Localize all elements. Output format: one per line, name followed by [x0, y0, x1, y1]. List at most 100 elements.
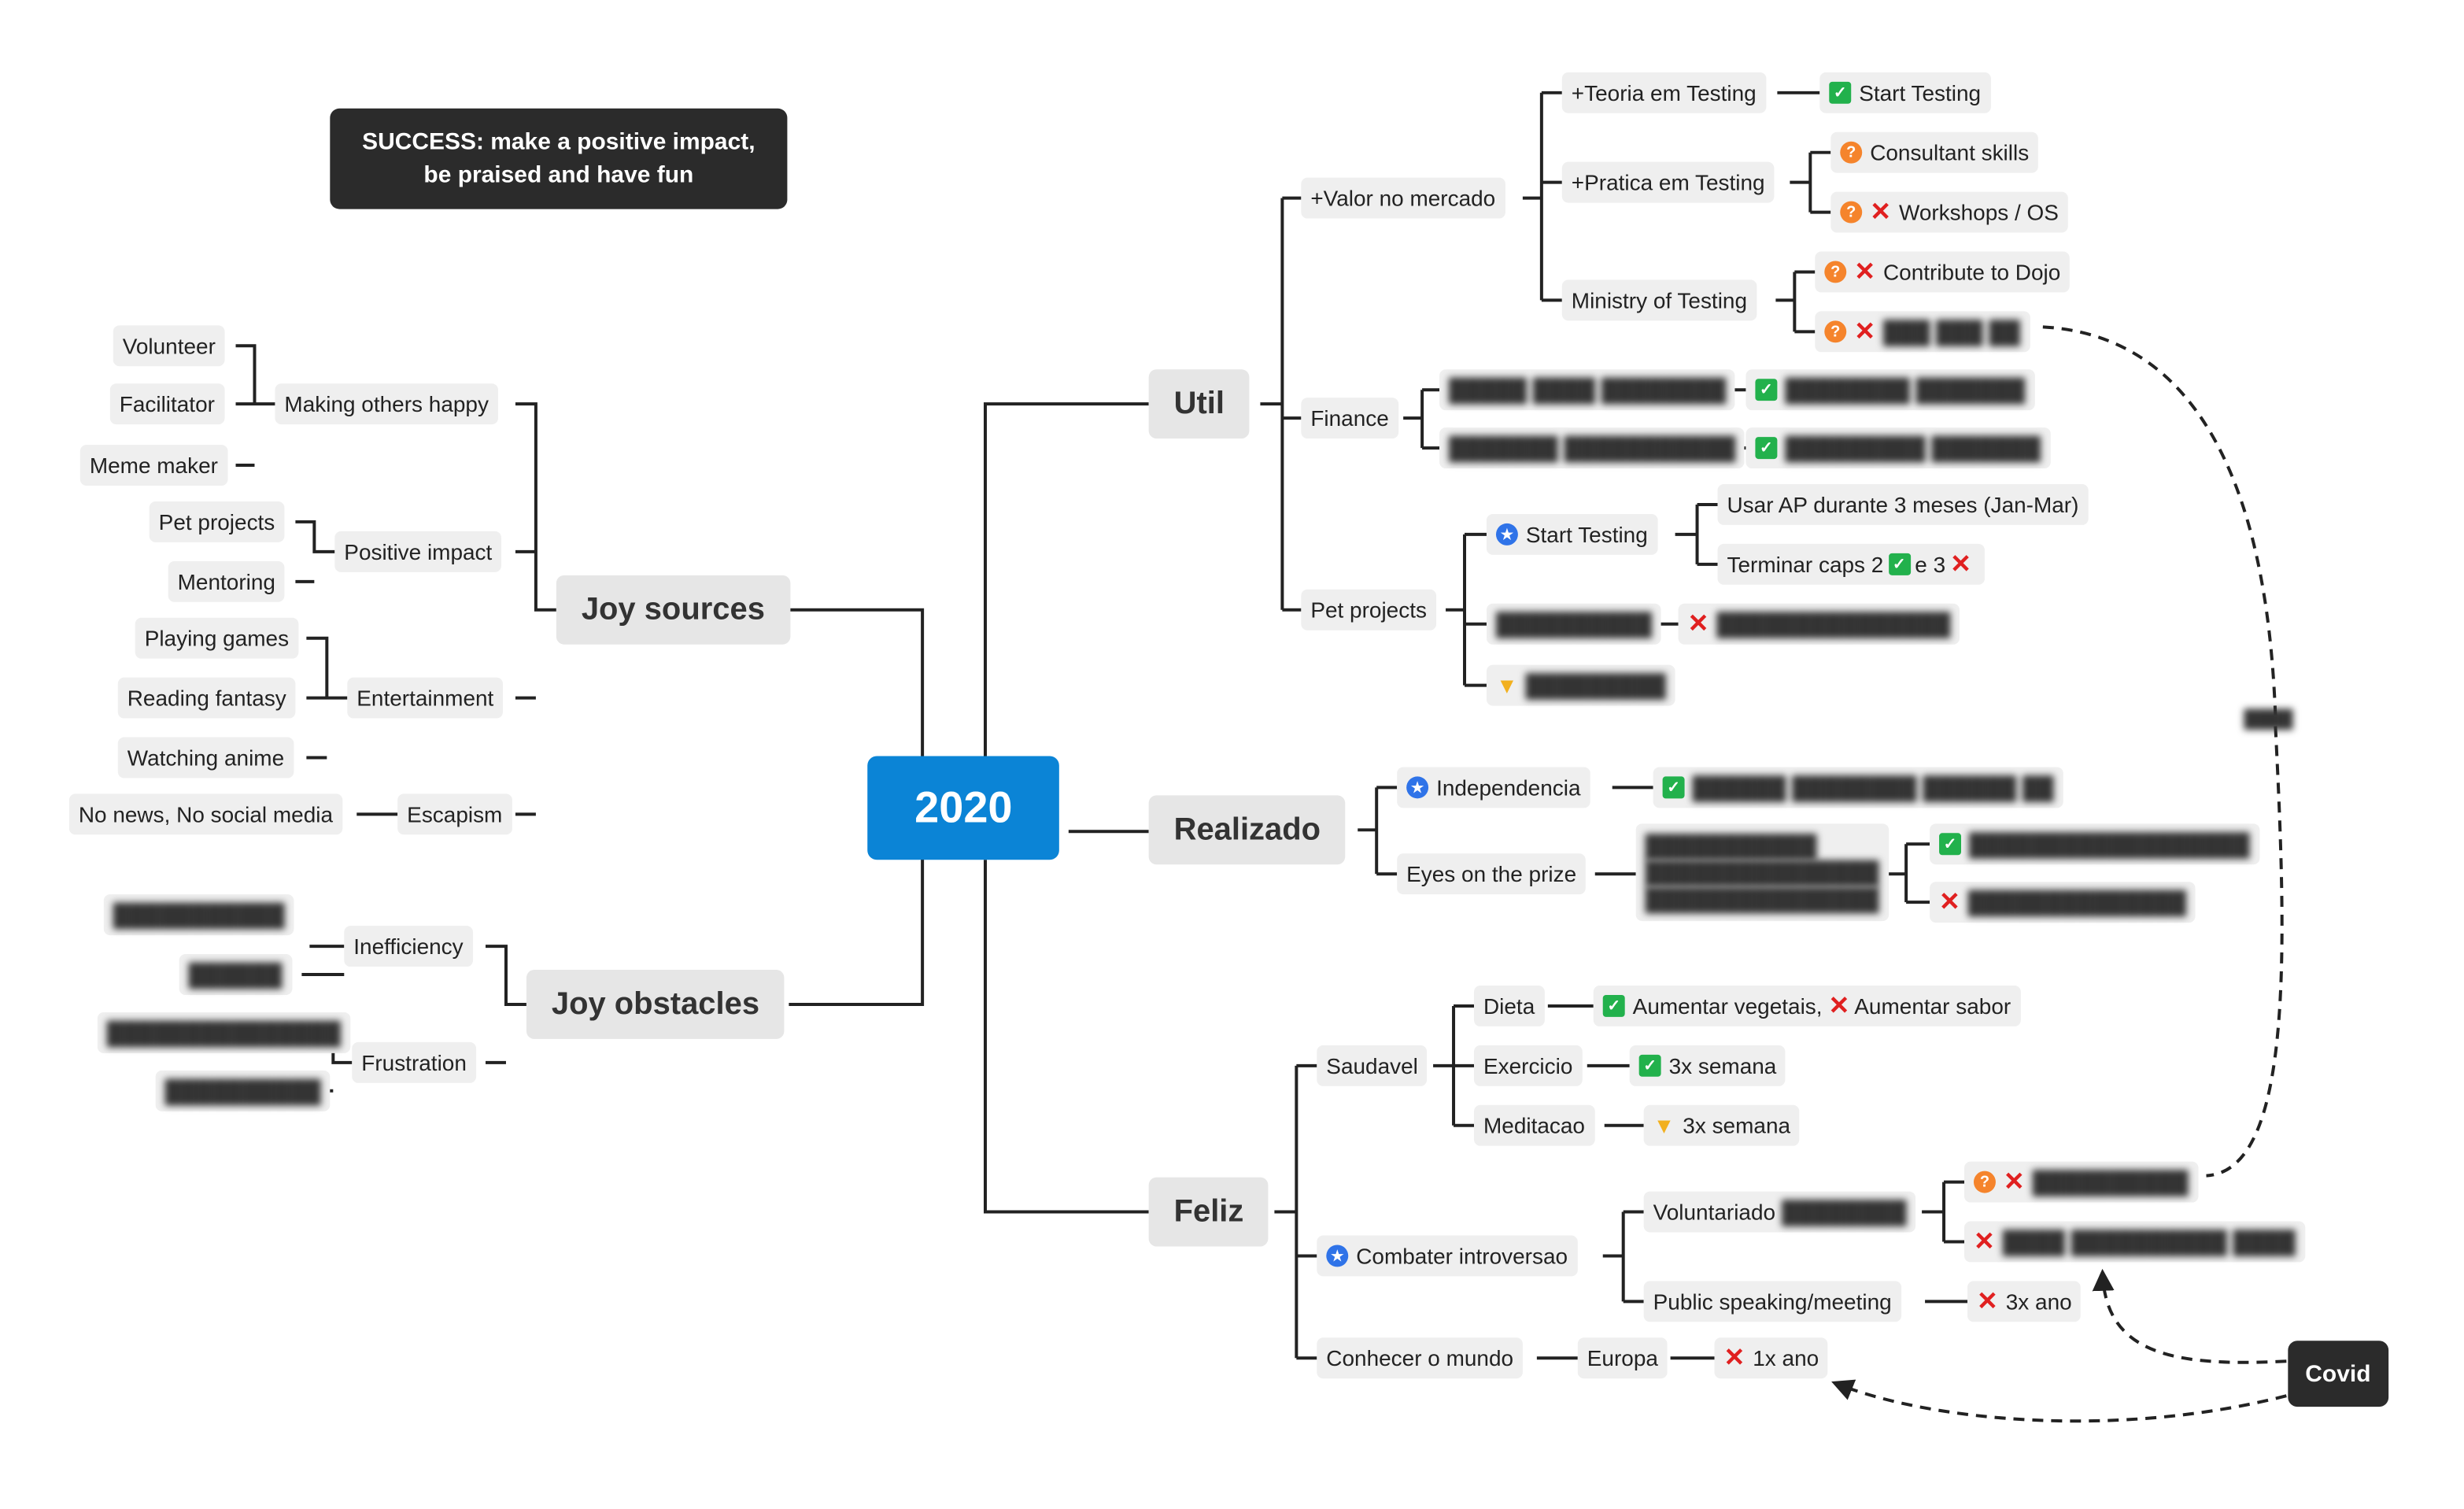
node-teoria-testing[interactable]: +Teoria em Testing: [1561, 72, 1766, 113]
redacted-text: ████ ██████████ ████: [2002, 1229, 2296, 1255]
node-frustration-2[interactable]: ██████████: [155, 1070, 331, 1111]
node-frustration[interactable]: Frustration: [352, 1041, 476, 1083]
node-positive-impact[interactable]: Positive impact: [334, 531, 502, 572]
thumbs-down-icon: ▼: [1653, 1112, 1675, 1138]
node-usar-ap[interactable]: Usar AP durante 3 meses (Jan-Mar): [1717, 484, 2089, 525]
question-icon: ?: [1824, 320, 1847, 343]
node-meme-maker[interactable]: Meme maker: [79, 445, 227, 486]
node-eyes-child-2[interactable]: ✕ ██████████████: [1930, 882, 2196, 923]
redacted-text: █████ ████ ████████: [1449, 377, 1727, 403]
node-label: Start Testing: [1859, 80, 1982, 105]
node-label: Combater introversao: [1356, 1243, 1568, 1269]
node-frustration-1[interactable]: ███████████████: [97, 1012, 350, 1053]
node-label-2: e 3: [1915, 551, 1946, 577]
node-exercicio[interactable]: Exercicio: [1473, 1045, 1583, 1086]
node-public-speaking[interactable]: Public speaking/meeting: [1643, 1281, 1901, 1322]
redacted-line-1: ███████████: [1645, 832, 1817, 858]
node-dieta-child[interactable]: ✓ Aumentar vegetais, ✕ Aumentar sabor: [1593, 985, 2021, 1026]
check-icon: ✓: [1888, 553, 1911, 575]
check-icon: ✓: [1755, 437, 1778, 460]
node-pet-blur-1-child[interactable]: ✕ ███████████████: [1678, 603, 1960, 645]
node-exercicio-child[interactable]: ✓ 3x semana: [1629, 1045, 1786, 1086]
cross-icon: ✕: [1939, 889, 1960, 917]
node-inefficiency[interactable]: Inefficiency: [344, 926, 473, 967]
node-pet-blur-1[interactable]: ██████████: [1486, 603, 1662, 645]
node-eyes-prize[interactable]: Eyes on the prize: [1397, 853, 1587, 895]
topic-feliz[interactable]: Feliz: [1148, 1177, 1269, 1247]
node-pet-projects-joy[interactable]: Pet projects: [149, 501, 285, 542]
node-saudavel[interactable]: Saudavel: [1317, 1045, 1428, 1086]
topic-joy-obstacles[interactable]: Joy obstacles: [526, 970, 785, 1039]
node-terminar-caps[interactable]: Terminar caps 2 ✓ e 3 ✕: [1717, 543, 1986, 585]
node-finance-row1-child[interactable]: ✓ ████████ ███████: [1745, 369, 2035, 411]
node-europa[interactable]: Europa: [1577, 1337, 1668, 1379]
success-note[interactable]: SUCCESS: make a positive impact, be prai…: [330, 108, 788, 209]
node-finance-row2[interactable]: ███████ ███████████: [1439, 427, 1745, 469]
node-voluntariado[interactable]: Voluntariado ████████: [1643, 1191, 1916, 1233]
node-entertainment[interactable]: Entertainment: [347, 677, 504, 719]
check-icon: ✓: [1638, 1054, 1661, 1077]
node-start-testing-done[interactable]: ✓ Start Testing: [1819, 72, 1991, 113]
node-mentoring[interactable]: Mentoring: [168, 560, 285, 602]
node-public-speaking-child[interactable]: ✕ 3x ano: [1967, 1281, 2082, 1322]
topic-realizado[interactable]: Realizado: [1148, 795, 1346, 865]
node-no-news[interactable]: No news, No social media: [68, 793, 343, 835]
node-meditacao[interactable]: Meditacao: [1473, 1104, 1594, 1146]
node-covid[interactable]: Covid: [2288, 1341, 2388, 1407]
node-label: 1x ano: [1753, 1345, 1819, 1371]
node-label: 3x semana: [1668, 1052, 1777, 1078]
node-independencia-child[interactable]: ✓ ██████ ████████ ██████ ██: [1653, 767, 2063, 808]
node-eyes-child-1[interactable]: ✓ ██████████████████: [1930, 823, 2259, 865]
node-ministry-hidden[interactable]: ? ✕ ███ ███ ██: [1815, 311, 2030, 353]
node-pet-projects-util[interactable]: Pet projects: [1301, 589, 1436, 631]
node-start-testing-pet[interactable]: ★ Start Testing: [1486, 513, 1657, 555]
question-icon: ?: [1840, 141, 1863, 164]
redacted-text: ███████████: [113, 902, 285, 928]
node-finance[interactable]: Finance: [1301, 398, 1398, 439]
redacted-text: ████████: [1782, 1199, 1907, 1225]
node-ministry-testing[interactable]: Ministry of Testing: [1561, 279, 1757, 321]
redacted-text: ██████████: [1495, 611, 1653, 637]
topic-joy-sources[interactable]: Joy sources: [556, 575, 790, 645]
root-node[interactable]: 2020: [867, 756, 1060, 860]
redacted-line-3: ███████████████: [1645, 886, 1879, 912]
node-pratica-testing[interactable]: +Pratica em Testing: [1561, 161, 1775, 203]
check-icon: ✓: [1602, 994, 1625, 1017]
cross-icon: ✕: [1854, 259, 1875, 287]
node-eyes-detail[interactable]: ███████████ ███████████████ ████████████…: [1635, 823, 1889, 922]
node-inefficiency-2[interactable]: ██████: [179, 954, 292, 995]
node-escapism[interactable]: Escapism: [397, 793, 512, 835]
node-voluntariado-child-1[interactable]: ? ✕ ██████████: [1964, 1161, 2198, 1203]
node-workshops[interactable]: ? ✕ Workshops / OS: [1830, 191, 2068, 233]
node-finance-row1[interactable]: █████ ████ ████████: [1439, 369, 1736, 411]
node-inefficiency-1[interactable]: ███████████: [103, 894, 294, 936]
node-voluntariado-child-2[interactable]: ✕ ████ ██████████ ████: [1964, 1221, 2305, 1263]
node-facilitator[interactable]: Facilitator: [109, 383, 224, 425]
topic-util[interactable]: Util: [1148, 369, 1250, 439]
dash-label: ████: [2244, 711, 2292, 730]
check-icon: ✓: [1662, 776, 1685, 799]
node-combater-introversao[interactable]: ★ Combater introversao: [1317, 1235, 1578, 1277]
node-independencia[interactable]: ★ Independencia: [1397, 767, 1590, 808]
node-reading-fantasy[interactable]: Reading fantasy: [117, 677, 296, 719]
redacted-text: █████████ ███████: [1785, 435, 2041, 461]
check-icon: ✓: [1755, 379, 1778, 401]
node-meditacao-child[interactable]: ▼ 3x semana: [1643, 1104, 1801, 1146]
node-watching-anime[interactable]: Watching anime: [117, 737, 294, 779]
node-finance-row2-child[interactable]: ✓ █████████ ███████: [1745, 427, 2051, 469]
node-volunteer[interactable]: Volunteer: [113, 325, 225, 367]
redacted-text: ███ ███ ██: [1882, 319, 2020, 345]
node-consultant-skills[interactable]: ? Consultant skills: [1830, 131, 2039, 173]
node-dieta[interactable]: Dieta: [1473, 985, 1545, 1026]
node-label: 3x semana: [1683, 1112, 1791, 1138]
node-contribute-dojo[interactable]: ? ✕ Contribute to Dojo: [1815, 251, 2071, 293]
node-valor-mercado[interactable]: +Valor no mercado: [1301, 177, 1505, 219]
check-icon: ✓: [1829, 81, 1852, 104]
node-europa-child[interactable]: ✕ 1x ano: [1714, 1337, 1829, 1379]
node-conhecer-mundo[interactable]: Conhecer o mundo: [1317, 1337, 1524, 1379]
node-pet-blur-2[interactable]: ▼ █████████: [1486, 664, 1675, 706]
cross-icon: ✕: [1973, 1229, 1995, 1256]
node-playing-games[interactable]: Playing games: [135, 617, 299, 659]
redacted-text: ████████ ███████: [1785, 377, 2026, 403]
node-making-others-happy[interactable]: Making others happy: [275, 383, 498, 425]
